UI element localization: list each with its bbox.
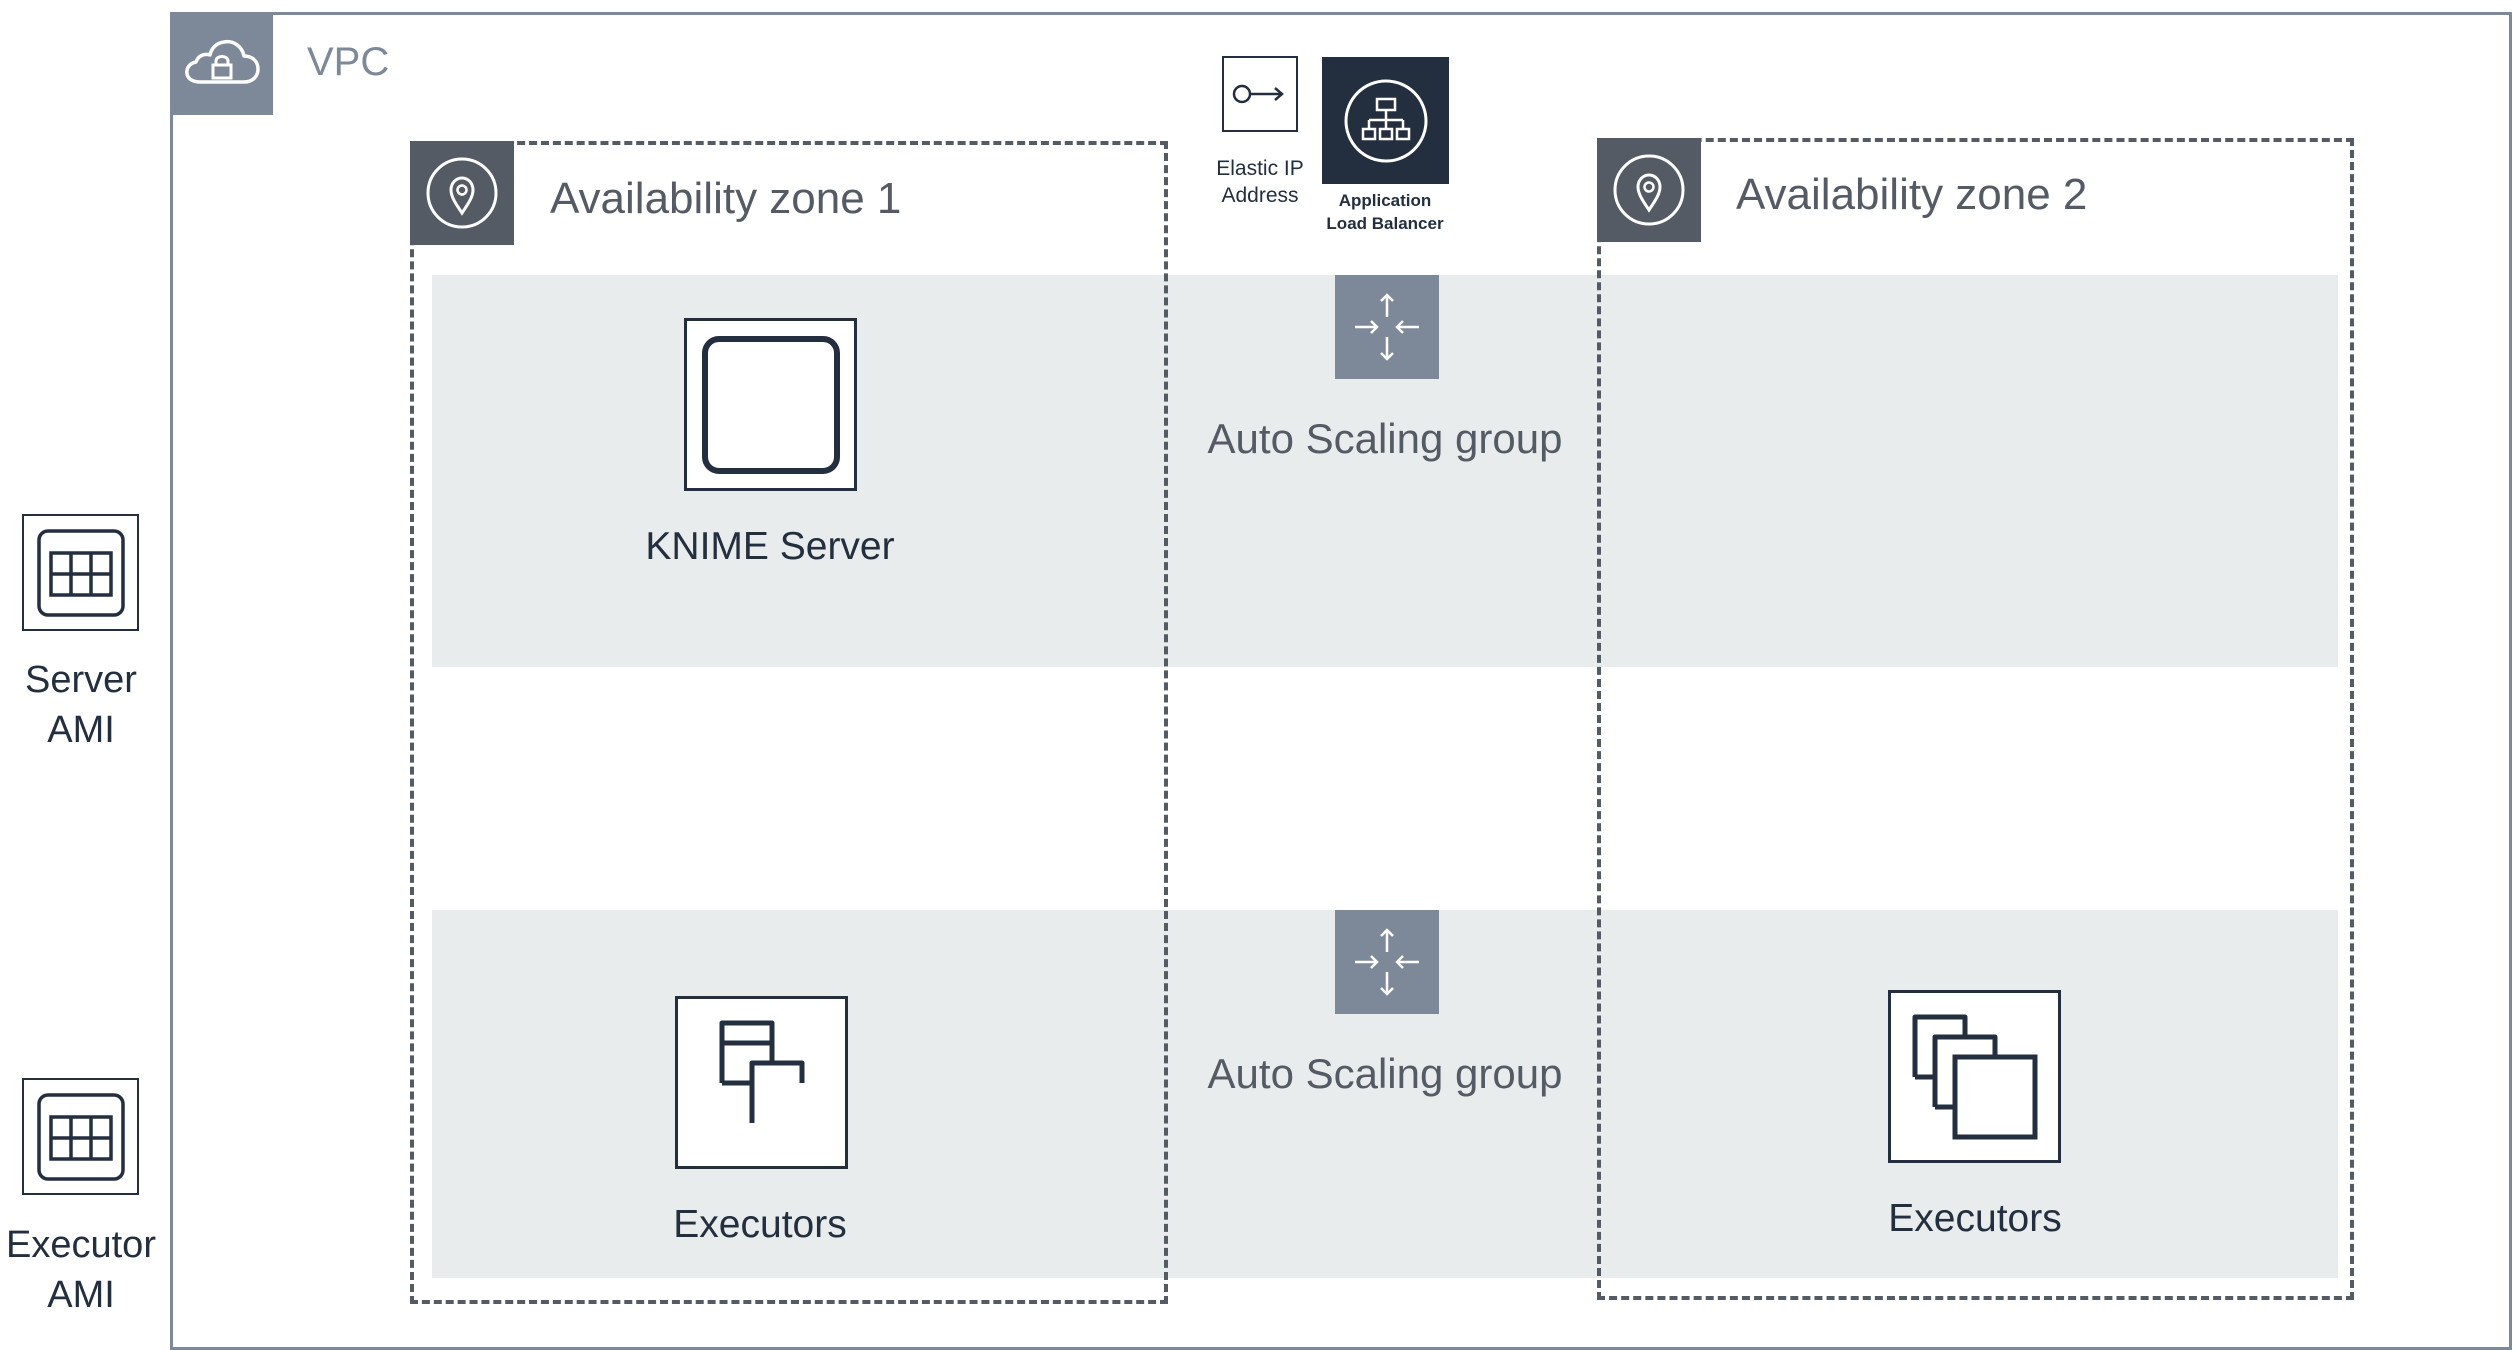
zone-2-badge <box>1597 138 1701 242</box>
elastic-ip-icon <box>1232 84 1284 104</box>
ami-icon <box>36 1092 125 1181</box>
server-ami-label-line2: AMI <box>47 709 115 751</box>
availability-zone-1 <box>410 141 1168 1304</box>
executor-ami-label-line2: AMI <box>47 1274 115 1316</box>
instance-icon <box>701 335 840 474</box>
location-pin-icon <box>1613 154 1685 226</box>
executors-label-zone-1: Executors <box>673 1203 847 1246</box>
load-balancer-label-line2: Load Balancer <box>1326 214 1444 233</box>
elastic-ip-label-line1: Elastic IP <box>1216 157 1304 180</box>
elastic-ip-label: Elastic IP Address <box>1200 155 1320 209</box>
autoscaling-label-server: Auto Scaling group <box>1207 415 1563 462</box>
autoscaling-tile-server <box>1335 275 1439 379</box>
knime-server-box <box>684 318 857 491</box>
server-ami-label: Server AMI <box>0 655 162 755</box>
vpc-label: VPC <box>307 40 390 84</box>
load-balancer-label-line1: Application <box>1338 191 1432 210</box>
autoscaling-tile-executors <box>1335 910 1439 1014</box>
zone-1-label: Availability zone 1 <box>550 174 902 223</box>
elastic-ip-label-line2: Address <box>1221 184 1299 207</box>
vpc-badge <box>170 12 273 115</box>
instances-icon <box>1912 1014 2037 1139</box>
autoscaling-label-executors: Auto Scaling group <box>1207 1050 1563 1097</box>
load-balancer-label: Application Load Balancer <box>1300 189 1470 235</box>
availability-zone-2 <box>1597 138 2354 1300</box>
executors-box-zone-2 <box>1888 990 2061 1163</box>
knime-server-label: KNIME Server <box>645 525 895 568</box>
load-balancer-icon <box>1344 79 1427 162</box>
executors-box-zone-1 <box>675 996 848 1169</box>
location-pin-icon <box>426 157 498 229</box>
autoscaling-icon <box>1355 293 1419 361</box>
ami-icon <box>36 528 125 617</box>
server-ami-label-line1: Server <box>25 659 137 701</box>
load-balancer-tile <box>1322 57 1449 184</box>
executor-ami-box <box>22 1078 139 1195</box>
zone-1-badge <box>410 141 514 245</box>
autoscaling-icon <box>1355 928 1419 996</box>
zone-2-label: Availability zone 2 <box>1736 170 2088 219</box>
executors-label-zone-2: Executors <box>1888 1197 2062 1240</box>
instances-icon <box>719 1020 804 1123</box>
server-ami-box <box>22 514 139 631</box>
executor-ami-label-line1: Executor <box>6 1224 156 1266</box>
elastic-ip-box <box>1222 56 1298 132</box>
cloud-lock-icon <box>184 39 260 84</box>
executor-ami-label: Executor AMI <box>0 1220 162 1320</box>
